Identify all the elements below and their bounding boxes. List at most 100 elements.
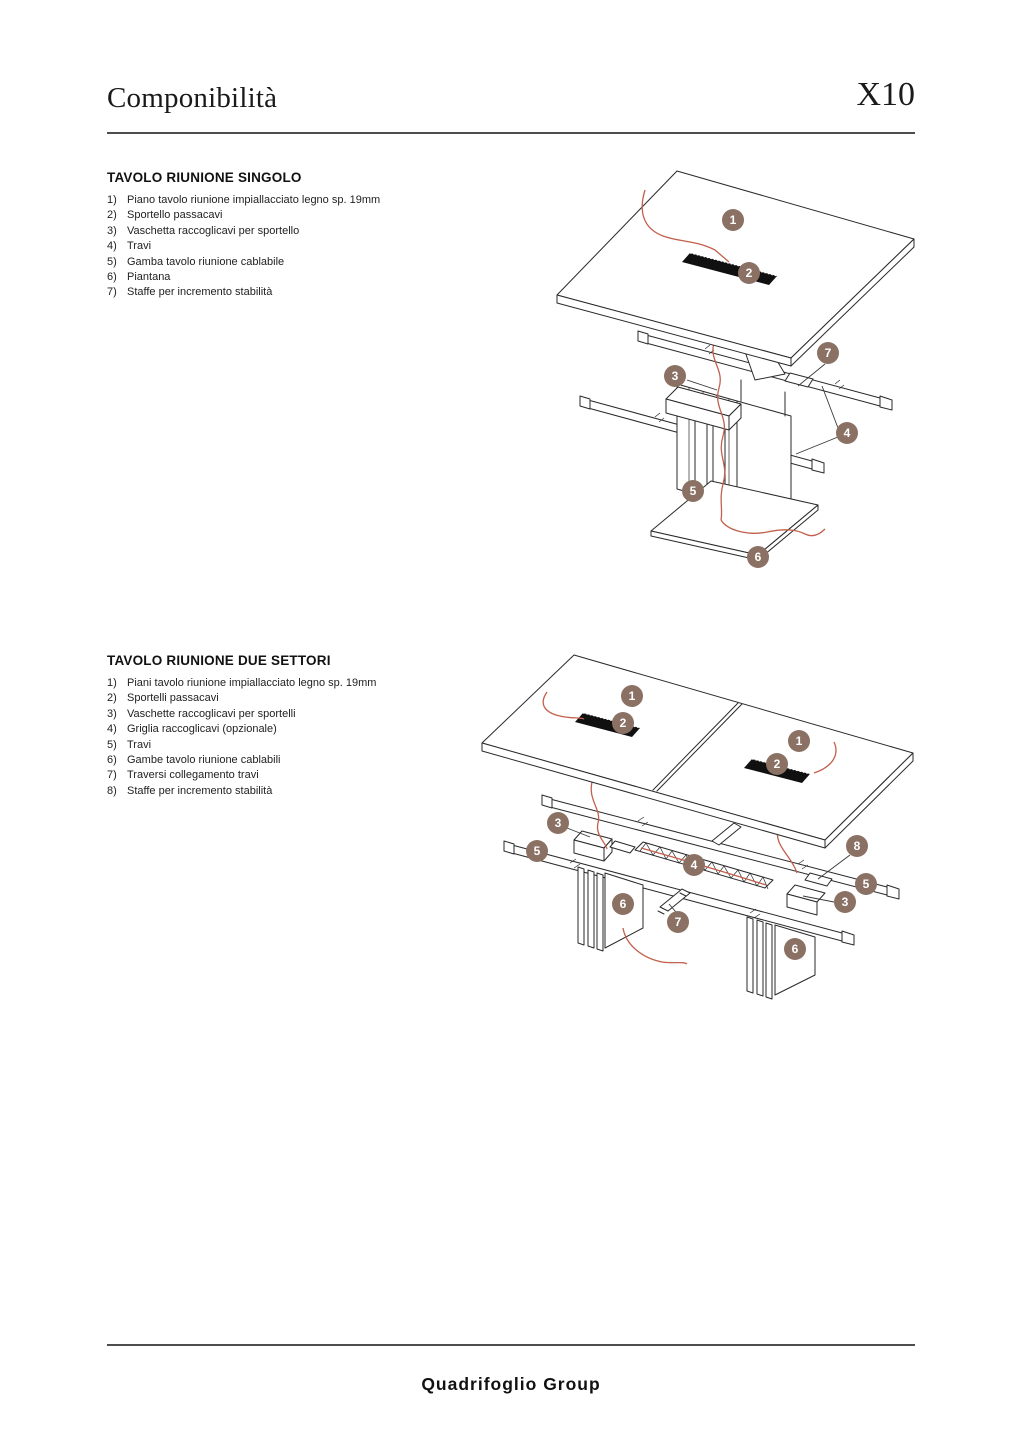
part-marker-label: 6: [620, 897, 627, 911]
parts-list-singolo: 1) Piano tavolo riunione impiallacciato …: [107, 193, 380, 301]
part-marker-label: 1: [730, 213, 737, 227]
part-marker: [788, 730, 810, 752]
footer-rule: [107, 1344, 915, 1346]
part-marker: [547, 812, 569, 834]
brush-strip: [689, 252, 778, 277]
part-item-number: 1): [107, 677, 117, 689]
cross-connector: [657, 822, 742, 915]
part-item-text: Piantana: [127, 271, 171, 284]
part-marker: [834, 891, 856, 913]
part-item-text: Sportello passacavi: [127, 209, 223, 222]
part-list-item: 6) Gambe tavolo riunione cablabili: [107, 753, 376, 768]
base-plate: [650, 480, 819, 561]
part-list-item: 5) Travi: [107, 738, 376, 753]
tabletop: [481, 654, 914, 849]
part-list-item: 1) Piani tavolo riunione impiallacciato …: [107, 676, 376, 691]
part-marker-label: 5: [863, 877, 870, 891]
part-marker-label: 3: [555, 816, 562, 830]
tabletop: [556, 170, 915, 367]
part-item-number: 2): [107, 692, 117, 705]
part-item-text: Vaschetta raccoglicavi per sportello: [127, 224, 300, 237]
part-marker: [722, 209, 744, 231]
cable-tray-box-left: [573, 830, 636, 862]
part-marker: [612, 893, 634, 915]
page-title: Componibilità: [107, 82, 278, 114]
part-marker: [817, 342, 839, 364]
part-item-text: Gambe tavolo riunione cablabili: [127, 754, 281, 767]
part-marker: [855, 873, 877, 895]
part-item-text: Piano tavolo riunione impiallacciato leg…: [127, 194, 381, 206]
part-marker-label: 3: [672, 369, 679, 383]
cable-tray-box-right: [786, 872, 833, 916]
part-item-text: Vaschette raccoglicavi per sportelli: [127, 707, 296, 720]
tabletop-seam: [652, 702, 743, 792]
part-marker: [766, 753, 788, 775]
part-marker: [612, 712, 634, 734]
part-marker-label: 1: [796, 734, 803, 748]
leader-lines: [686, 363, 839, 455]
part-marker-label: 2: [746, 266, 753, 280]
brush-strip: [751, 758, 811, 775]
part-item-text: Travi: [127, 240, 152, 253]
part-marker: [664, 365, 686, 387]
part-list-item: 7) Traversi collegamento travi: [107, 768, 376, 783]
part-marker: [621, 685, 643, 707]
part-marker: [738, 262, 760, 284]
part-item-text: Gamba tavolo riunione cablabile: [127, 255, 285, 268]
brand-wordmark: Quadrifoglio Group: [421, 1374, 601, 1394]
part-list-item: 1) Piano tavolo riunione impiallacciato …: [107, 193, 380, 208]
product-code: X10: [856, 76, 915, 113]
part-item-number: 4): [107, 240, 117, 253]
parts-list-due-settori: 1) Piani tavolo riunione impiallacciato …: [107, 676, 376, 799]
part-item-number: 5): [107, 738, 117, 751]
part-marker-label: 7: [675, 915, 682, 929]
cable: [720, 519, 826, 537]
part-marker-label: 4: [691, 858, 698, 872]
cable-tray-box: [665, 386, 742, 431]
cable: [622, 927, 688, 965]
part-list-item: 7) Staffe per incremento stabilità: [107, 285, 380, 300]
section-title-due-settori: TAVOLO RIUNIONE DUE SETTORI: [107, 653, 331, 668]
part-marker-label: 5: [534, 844, 541, 858]
part-list-item: 8) Staffe per incremento stabilità: [107, 784, 376, 799]
part-marker-label: 3: [842, 895, 849, 909]
part-item-number: 1): [107, 194, 117, 206]
part-item-number: 3): [107, 707, 117, 720]
part-item-text: Piani tavolo riunione impiallacciato leg…: [127, 677, 377, 689]
part-marker: [682, 480, 704, 502]
part-marker-label: 6: [792, 942, 799, 956]
part-list-item: 2) Sportello passacavi: [107, 208, 380, 223]
part-item-text: Traversi collegamento travi: [127, 769, 259, 782]
part-marker-label: 7: [825, 346, 832, 360]
part-list-item: 4) Griglia raccoglicavi (opzionale): [107, 722, 376, 737]
part-marker: [683, 854, 705, 876]
cable: [590, 777, 608, 850]
part-item-number: 5): [107, 255, 117, 268]
stability-bracket: [784, 372, 814, 388]
part-item-text: Staffe per incremento stabilità: [127, 784, 273, 797]
cable: [813, 741, 837, 774]
part-item-number: 4): [107, 723, 117, 736]
part-list-item: 3) Vaschetta raccoglicavi per sportello: [107, 224, 380, 239]
cable: [712, 339, 726, 521]
part-item-text: Staffe per incremento stabilità: [127, 286, 273, 299]
leader-lines: [566, 827, 851, 913]
part-marker: [747, 546, 769, 568]
part-marker: [784, 938, 806, 960]
part-list-item: 6) Piantana: [107, 270, 380, 285]
part-marker-label: 2: [774, 757, 781, 771]
part-marker-label: 1: [629, 689, 636, 703]
part-marker-label: 5: [690, 484, 697, 498]
part-item-number: 3): [107, 224, 117, 237]
part-marker-label: 4: [844, 426, 851, 440]
part-marker: [526, 840, 548, 862]
part-item-number: 6): [107, 754, 117, 767]
cable: [641, 189, 730, 263]
part-marker: [667, 911, 689, 933]
part-marker-label: 2: [620, 716, 627, 730]
part-list-item: 2) Sportelli passacavi: [107, 691, 376, 706]
